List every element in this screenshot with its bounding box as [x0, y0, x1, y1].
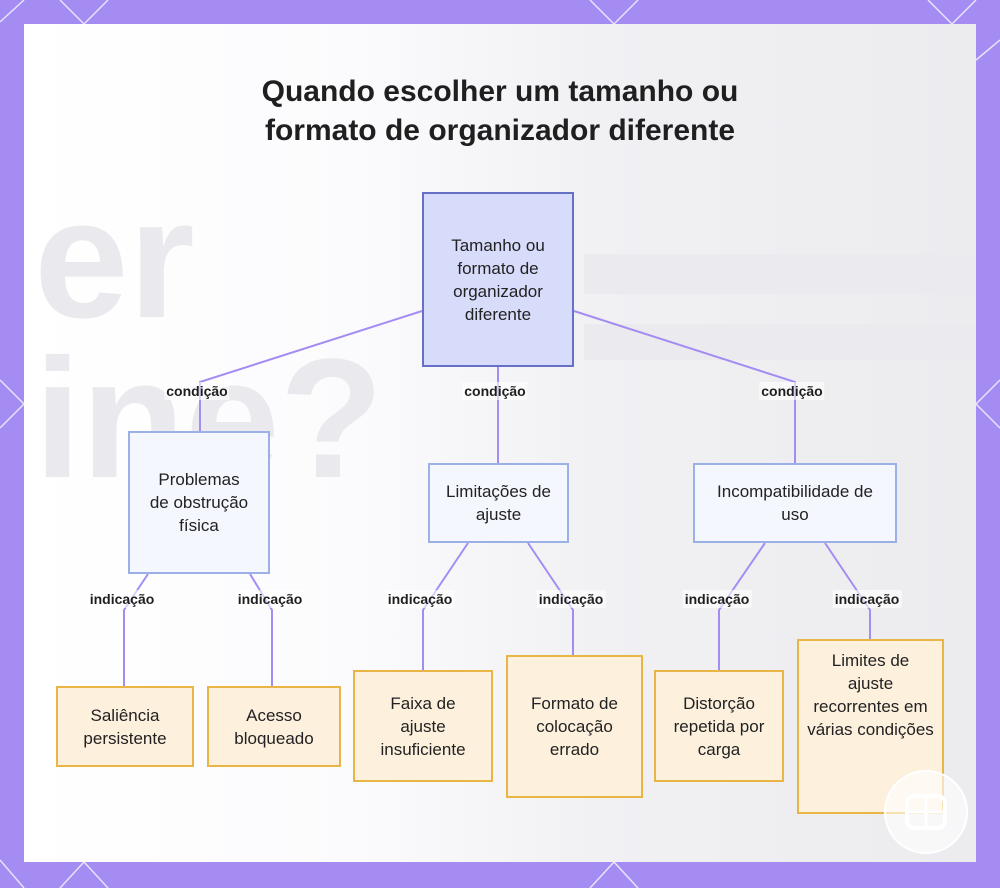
node-root-label: Tamanho ou formato de organizador difere… — [451, 235, 545, 324]
node-acesso: Acesso bloqueado — [207, 686, 341, 767]
edge-label-indicacao: indicação — [385, 590, 455, 608]
node-problemas-label: Problemas de obstrução física — [149, 470, 249, 535]
edge-problemas-acesso — [249, 573, 273, 686]
node-formato: Formato de colocação errado — [506, 655, 643, 798]
node-problemas: Problemas de obstrução física — [128, 431, 270, 574]
background-ghost — [584, 254, 976, 294]
edge-label-indicacao: indicação — [536, 590, 606, 608]
edge-label-condicao: condição — [462, 382, 528, 400]
edge-label-condicao: condição — [164, 382, 230, 400]
edge-root-problemas — [199, 310, 423, 431]
edge-limitacoes-formato — [527, 542, 574, 655]
edge-limitacoes-faixa — [422, 542, 469, 670]
node-limitacoes: Limitações de ajuste — [428, 463, 569, 543]
node-saliencia-label: Saliência persistente — [83, 705, 167, 748]
node-formato-label: Formato de colocação errado — [531, 694, 618, 759]
node-distorcao: Distorção repetida por carga — [654, 670, 784, 782]
node-root: Tamanho ou formato de organizador difere… — [422, 192, 574, 367]
node-saliencia: Saliência persistente — [56, 686, 194, 767]
edge-label-indicacao: indicação — [832, 590, 902, 608]
title-line-2: formato de organizador diferente — [264, 114, 736, 147]
edge-incompat-distorcao — [718, 542, 766, 670]
edge-problemas-saliencia — [123, 573, 149, 686]
node-incompatibilidade-label: Incompatibilidade de uso — [717, 482, 873, 524]
edge-label-indicacao: indicação — [682, 590, 752, 608]
edge-label-condicao: condição — [759, 382, 825, 400]
node-incompatibilidade: Incompatibilidade de uso — [693, 463, 897, 543]
edge-incompat-limites — [824, 542, 871, 639]
node-distorcao-label: Distorção repetida por carga — [673, 693, 765, 759]
edge-label-indicacao: indicação — [87, 590, 157, 608]
background-ghost: er — [34, 164, 195, 354]
title-line-1: Quando escolher um tamanho ou — [261, 75, 739, 108]
node-limitacoes-label: Limitações de ajuste — [446, 482, 551, 524]
edge-label-indicacao: indicação — [235, 590, 305, 608]
diagram-title: Quando escolher um tamanho ou formato de… — [0, 72, 1000, 150]
node-faixa-label: Faixa de ajuste insuficiente — [380, 693, 466, 759]
node-acesso-label: Acesso bloqueado — [234, 705, 314, 748]
grid-logo-icon — [884, 770, 968, 854]
background-ghost — [584, 324, 976, 360]
node-faixa: Faixa de ajuste insuficiente — [353, 670, 493, 782]
grid-logo-icon-graphic — [905, 794, 947, 830]
node-limites-label: Limites de ajuste recorrentes em várias … — [807, 651, 934, 739]
